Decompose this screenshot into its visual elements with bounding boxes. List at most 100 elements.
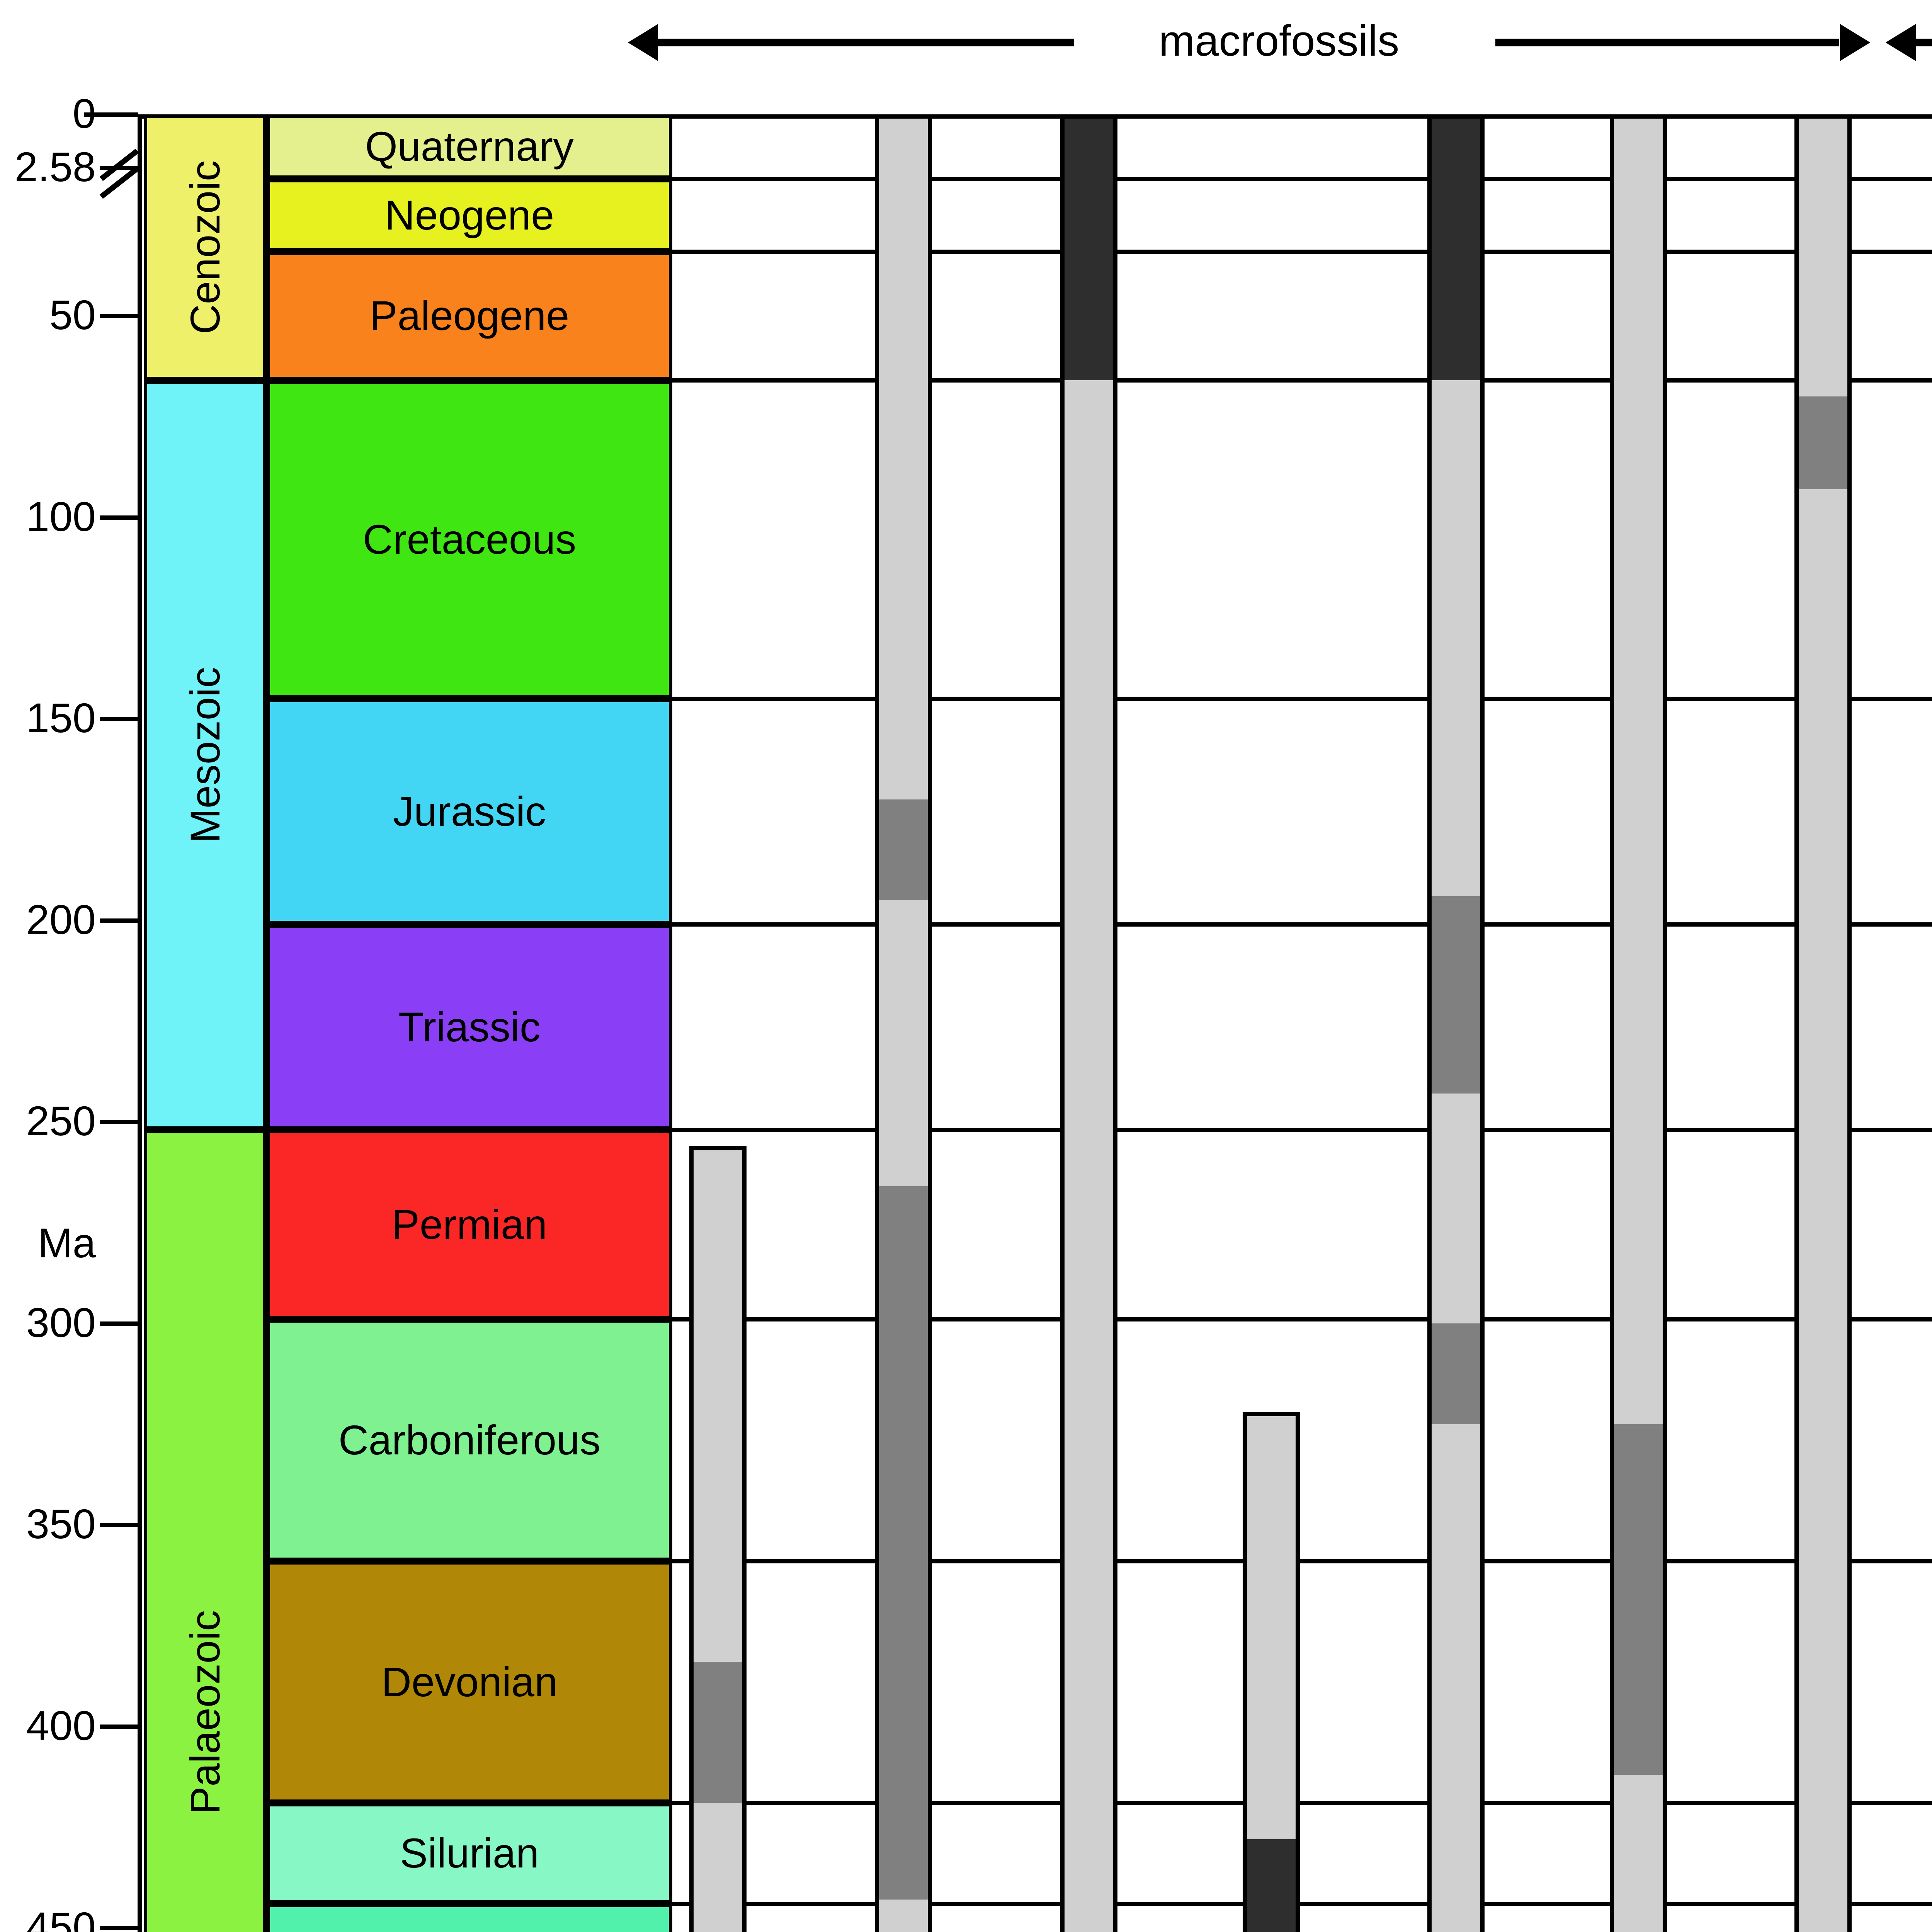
header-arrow-line: [1915, 39, 1932, 46]
range-segment-global: [1432, 119, 1480, 381]
period-cell-ordovician[interactable]: Ordovician: [267, 1903, 672, 1932]
range-segment-range: [694, 1803, 742, 1932]
period-cell-permian[interactable]: Permian: [267, 1130, 672, 1320]
range-segment-range: [1614, 1774, 1663, 1932]
range-bar-corals[interactable]: [1610, 114, 1667, 1932]
range-bar-gastropods[interactable]: [1060, 114, 1117, 1932]
range-segment-range: [1799, 119, 1847, 397]
range-bar-bivalves[interactable]: [1427, 114, 1485, 1932]
chart-frame: [138, 114, 1932, 1932]
range-segment-regional: [879, 1186, 928, 1900]
axis-tick-label: 350: [26, 1500, 96, 1548]
period-label: Silurian: [400, 1830, 539, 1877]
era-cell-mesozoic[interactable]: Mesozoic: [144, 380, 267, 1130]
axis-tick-label: 50: [49, 291, 96, 338]
axis-tick-label: 300: [26, 1299, 96, 1346]
range-segment-global: [1247, 1839, 1296, 1932]
range-segment-global: [1065, 119, 1113, 381]
gridline: [672, 1128, 1932, 1133]
period-cell-paleogene[interactable]: Paleogene: [267, 251, 672, 381]
fossil-category-header: macrofossilsmicrofossils: [0, 0, 1932, 97]
period-label: Quaternary: [365, 123, 574, 170]
era-cell-cenozoic[interactable]: Cenozoic: [144, 114, 267, 381]
era-cell-palaeozoic[interactable]: Palaeozoic: [144, 1130, 267, 1932]
gridline: [672, 249, 1932, 254]
period-label: Carboniferous: [338, 1417, 601, 1464]
range-bar-echinoderms[interactable]: [1794, 114, 1852, 1932]
axis-tick: [100, 1926, 138, 1930]
axis-tick-label: 2.58: [14, 143, 96, 190]
range-segment-regional: [1799, 396, 1847, 489]
axis-tick: [100, 515, 138, 520]
period-label: Permian: [391, 1201, 548, 1248]
period-label: Paleogene: [369, 292, 570, 339]
gridline: [672, 697, 1932, 701]
period-cell-silurian[interactable]: Silurian: [267, 1803, 672, 1904]
header-arrow-line: [1495, 39, 1839, 46]
axis-tick: [84, 112, 138, 117]
time-axis: 02.5850100150200250300350400450500541Ma: [0, 0, 139, 1932]
axis-tick: [100, 1724, 138, 1729]
range-segment-range: [694, 1150, 742, 1662]
gridline: [672, 378, 1932, 383]
range-bar-trilobites[interactable]: [689, 1146, 747, 1932]
axis-unit-label: Ma: [37, 1219, 96, 1266]
range-segment-regional: [694, 1662, 742, 1803]
gridline: [672, 1901, 1932, 1906]
period-label: Jurassic: [393, 788, 546, 835]
range-segment-range: [879, 1900, 928, 1932]
range-segment-range: [1799, 489, 1847, 1932]
range-segment-regional: [1432, 896, 1480, 1094]
axis-tick: [100, 918, 138, 923]
period-cell-neogene[interactable]: Neogene: [267, 179, 672, 252]
axis-tick: [100, 1321, 138, 1326]
axis-tick-label: 100: [26, 493, 96, 540]
gridline: [672, 1559, 1932, 1564]
arrow-head-left: [628, 24, 658, 61]
period-cell-carboniferous[interactable]: Carboniferous: [267, 1319, 672, 1561]
gridline: [672, 1317, 1932, 1322]
arrow-head-left: [1886, 24, 1916, 61]
gridline: [672, 922, 1932, 927]
range-segment-range: [1065, 380, 1113, 1932]
period-cell-devonian[interactable]: Devonian: [267, 1561, 672, 1803]
period-label: Neogene: [384, 191, 554, 238]
axis-tick-label: 0: [72, 90, 96, 137]
range-segment-range: [1432, 380, 1480, 896]
period-label: Devonian: [381, 1658, 558, 1705]
period-cell-triassic[interactable]: Triassic: [267, 924, 672, 1130]
range-bar-brachiopods[interactable]: [875, 114, 932, 1932]
range-segment-range: [1614, 119, 1663, 1424]
range-segment-range: [879, 119, 928, 799]
range-segment-regional: [879, 799, 928, 900]
range-bar-graptolites[interactable]: [1243, 1412, 1300, 1932]
axis-tick-label: 250: [26, 1097, 96, 1145]
period-label: Triassic: [398, 1003, 541, 1051]
period-cell-cretaceous[interactable]: Cretaceous: [267, 380, 672, 699]
axis-tick-label: 450: [26, 1903, 96, 1932]
arrow-head-right: [1840, 24, 1870, 61]
axis-tick: [100, 1120, 138, 1124]
range-segment-regional: [1614, 1424, 1663, 1775]
axis-tick-label: 400: [26, 1702, 96, 1749]
range-segment-range: [879, 900, 928, 1187]
range-segment-range: [1432, 1094, 1480, 1323]
period-cell-jurassic[interactable]: Jurassic: [267, 699, 672, 925]
range-segment-range: [1432, 1424, 1480, 1932]
period-label: Cretaceous: [362, 516, 577, 563]
gridline: [672, 1801, 1932, 1805]
period-cell-quaternary[interactable]: Quaternary: [267, 114, 672, 179]
header-arrow-line: [657, 39, 1074, 46]
axis-tick-label: 200: [26, 896, 96, 943]
gridline: [672, 177, 1932, 181]
axis-tick: [100, 717, 138, 721]
range-segment-range: [1247, 1416, 1296, 1839]
range-segment-regional: [1432, 1323, 1480, 1424]
axis-tick: [100, 1523, 138, 1527]
